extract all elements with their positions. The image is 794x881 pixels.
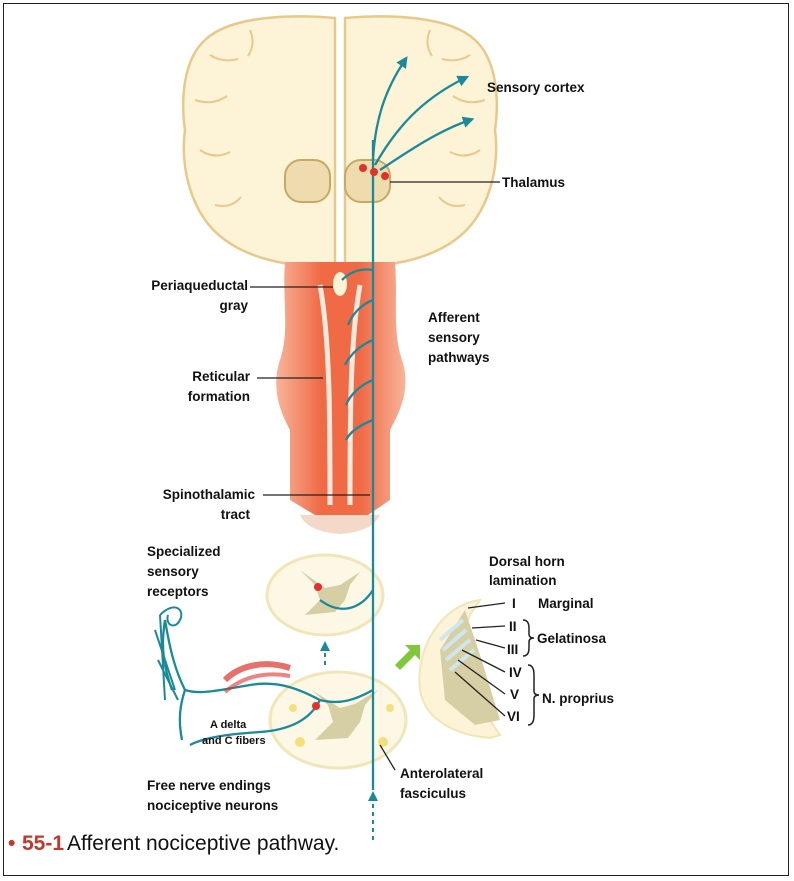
label-free-nerve-2: nociceptive neurons <box>147 798 278 813</box>
label-n-proprius: N. proprius <box>542 691 614 706</box>
label-spinothalamic-1: Spinothalamic <box>163 487 256 502</box>
label-lamina-2: II <box>509 619 517 634</box>
label-a-delta-1: A delta <box>210 719 247 731</box>
label-anterolateral-2: fasciculus <box>400 786 466 801</box>
label-reticular-2: formation <box>188 389 250 404</box>
label-specialized-2: sensory <box>147 564 199 579</box>
label-anterolateral-1: Anterolateral <box>400 766 483 781</box>
neuron-dots <box>312 164 389 710</box>
caption-number: 55-1 <box>22 832 64 855</box>
label-afferent-1: Afferent <box>428 310 480 325</box>
label-sensory-cortex: Sensory cortex <box>487 80 585 95</box>
label-afferent-3: pathways <box>428 350 490 365</box>
spinal-cord-upper <box>265 553 385 637</box>
label-marginal: Marginal <box>538 596 594 611</box>
label-gelatinosa: Gelatinosa <box>537 631 607 646</box>
figure-frame <box>3 3 789 876</box>
a-delta-c-fibers <box>222 661 291 694</box>
label-lamina-3: III <box>507 642 518 657</box>
caption-bullet: • <box>8 832 15 855</box>
lamina-brackets <box>522 619 540 726</box>
label-dorsal-horn-2: lamination <box>489 573 557 588</box>
label-periaqueductal-1: Periaqueductal <box>151 278 248 293</box>
label-specialized-3: receptors <box>147 584 209 599</box>
label-afferent-2: sensory <box>428 330 480 345</box>
sensory-receptors-icon <box>154 606 183 701</box>
caption-text: Afferent nociceptive pathway. <box>67 832 339 855</box>
thalamus-shapes <box>284 159 391 203</box>
label-lamina-5: V <box>510 687 519 702</box>
label-periaqueductal-2: gray <box>219 298 248 313</box>
label-thalamus: Thalamus <box>502 175 565 190</box>
pathway-lines <box>161 56 475 790</box>
dorsal-horn-enlarged <box>418 598 502 740</box>
brain-cerebrum <box>181 15 499 268</box>
label-free-nerve-1: Free nerve endings <box>147 778 271 793</box>
label-dorsal-horn-1: Dorsal horn <box>489 554 565 569</box>
label-spinothalamic-2: tract <box>221 507 251 522</box>
periaqueductal-gray <box>333 272 347 296</box>
label-reticular-1: Reticular <box>192 369 251 384</box>
label-a-delta-2: and C fibers <box>202 735 266 747</box>
label-lamina-6: VI <box>507 709 520 724</box>
label-lamina-1: I <box>512 596 516 611</box>
label-specialized-1: Specialized <box>147 544 221 559</box>
green-arrow-icon <box>395 645 420 670</box>
label-lamina-4: IV <box>509 665 522 680</box>
leader-lines <box>250 181 506 771</box>
brainstem <box>276 262 406 534</box>
